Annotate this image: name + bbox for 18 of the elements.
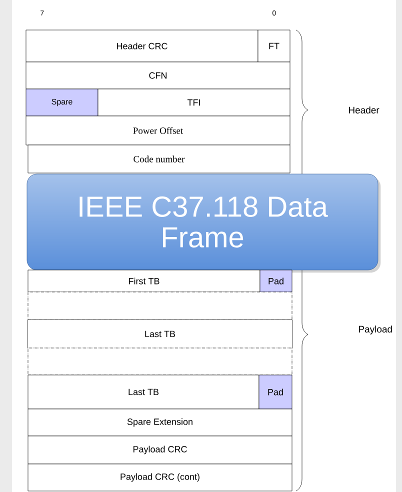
field-cell: First TB: [28, 270, 260, 292]
dashed-cell: [28, 292, 292, 320]
field-cell: Power Offset: [26, 116, 290, 146]
field-cell: Payload CRC (cont): [28, 464, 292, 492]
field-cell: Spare Extension: [28, 408, 292, 436]
field-cell: Last TB: [28, 320, 292, 348]
brace-label: Header: [348, 106, 380, 114]
field-cell: FT: [258, 30, 290, 62]
field-cell: Last TB: [28, 374, 260, 410]
title-banner: IEEE C37.118 Data Frame: [26, 174, 381, 273]
field-cell: Spare: [26, 88, 98, 116]
field-cell: Code number: [28, 144, 290, 174]
field-cell: Pad: [260, 270, 292, 292]
field-cell: Pad: [258, 374, 292, 410]
field-cell: Payload CRC: [28, 436, 292, 464]
brace-label: Payload: [358, 326, 392, 334]
dashed-cell: [28, 348, 292, 376]
field-cell: TFI: [98, 88, 290, 116]
